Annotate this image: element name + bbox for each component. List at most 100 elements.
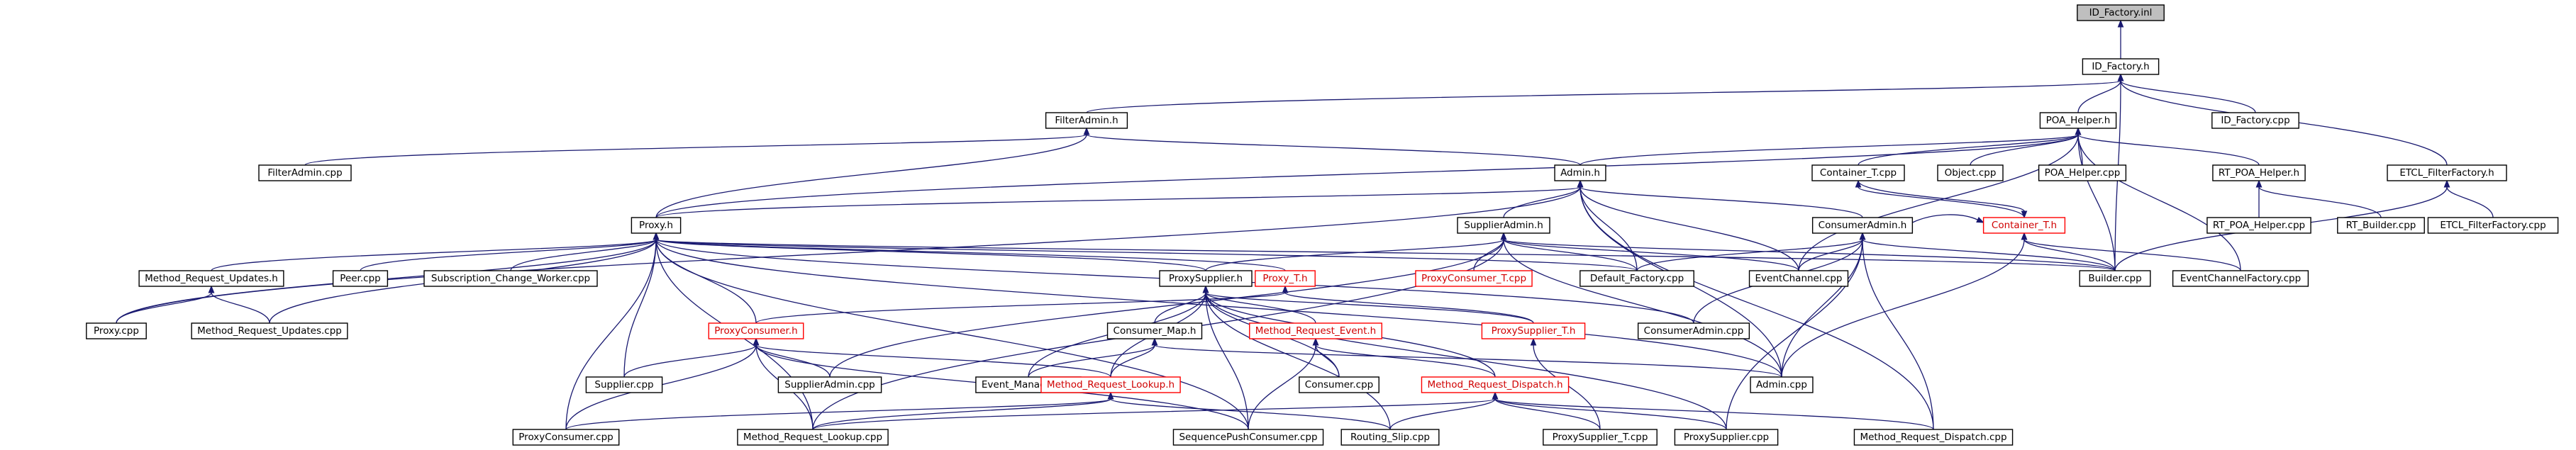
graph-node-routslipcpp[interactable]: Routing_Slip.cpp (1340, 429, 1440, 446)
edge-line (2077, 80, 2121, 113)
graph-node-box (2212, 164, 2306, 181)
graph-node-consumercpp[interactable]: Consumer.cpp (1299, 376, 1379, 393)
graph-node-consadmcpp[interactable]: ConsumerAdmin.cpp (1637, 322, 1750, 339)
graph-node-label: ProxySupplier.h (1169, 273, 1243, 284)
edge-line (623, 344, 757, 378)
edge-line (1284, 292, 1534, 324)
graph-node-subcwcpp[interactable]: Subscription_Change_Worker.cpp (423, 270, 598, 287)
graph-node-box (631, 217, 682, 234)
graph-node-label: POA_Helper.cpp (2045, 167, 2121, 179)
graph-node-mrdcpp[interactable]: Method_Request_Dispatch.cpp (1853, 429, 2014, 446)
graph-node-proxyconsh[interactable]: ProxyConsumer.h (708, 322, 804, 339)
graph-node-poahcpp[interactable]: POA_Helper.cpp (2038, 164, 2127, 181)
edge-line (1781, 239, 2025, 378)
graph-node-etclffcpp[interactable]: ETCL_FilterFactory.cpp (2427, 217, 2559, 234)
graph-node-etclffh[interactable]: ETCL_FilterFactory.h (2387, 164, 2507, 181)
graph-node-idfinl[interactable]: ID_Factory.inl (2077, 4, 2165, 21)
graph-node-box (2172, 270, 2309, 287)
edge-line (304, 134, 1087, 166)
graph-node-label: Method_Request_Updates.h (145, 273, 278, 284)
graph-edge-adminh-to-filtadmh (1083, 127, 1581, 166)
edge-line (755, 344, 1111, 378)
graph-node-objcpp[interactable]: Object.cpp (1937, 164, 2004, 181)
graph-node-seqpushcpp[interactable]: SequencePushConsumer.cpp (1172, 429, 1324, 446)
edge-line (1389, 398, 1496, 430)
graph-node-mreh[interactable]: Method_Request_Event.h (1249, 322, 1382, 339)
graph-node-mruh[interactable]: Method_Request_Updates.h (138, 270, 284, 287)
edge-line (1580, 186, 1638, 271)
graph-node-idfh[interactable]: ID_Factory.h (2082, 58, 2160, 75)
graph-node-proxyth[interactable]: Proxy_T.h (1255, 270, 1316, 287)
graph-node-box (1045, 112, 1128, 129)
graph-edge-suppliercpp-to-proxyh (623, 232, 660, 378)
graph-edge-admincpp-to-consmaph (1151, 337, 1782, 378)
edge-line (1858, 134, 2079, 166)
edge-arrowhead (1855, 179, 1862, 188)
graph-node-label: Method_Request_Dispatch.h (1427, 379, 1562, 390)
graph-node-proxyconscpp[interactable]: ProxyConsumer.cpp (512, 429, 620, 446)
graph-node-evchfactcpp[interactable]: EventChannelFactory.cpp (2172, 270, 2309, 287)
graph-node-proxysuptcpp[interactable]: ProxySupplier_T.cpp (1543, 429, 1658, 446)
edge-line (2077, 134, 2241, 271)
graph-node-filtadmcpp[interactable]: FilterAdmin.cpp (258, 164, 352, 181)
graph-node-buildercpp[interactable]: Builder.cpp (2079, 270, 2151, 287)
graph-node-filtadmh[interactable]: FilterAdmin.h (1045, 112, 1128, 129)
graph-node-label: Default_Factory.cpp (1590, 273, 1684, 284)
graph-edge-conth-to-conttcpp (1855, 179, 2025, 218)
graph-node-adminh[interactable]: Admin.h (1554, 164, 1606, 181)
edge-arrowhead (2117, 19, 2124, 28)
edge-line (755, 292, 1286, 324)
graph-node-label: ConsumerAdmin.cpp (1644, 325, 1744, 337)
graph-node-proxysupcpp[interactable]: ProxySupplier.cpp (1674, 429, 1779, 446)
graph-node-mrdh[interactable]: Method_Request_Dispatch.h (1421, 376, 1570, 393)
graph-node-proxysupth[interactable]: ProxySupplier_T.h (1481, 322, 1586, 339)
graph-node-mrlh[interactable]: Method_Request_Lookup.h (1040, 376, 1181, 393)
graph-node-rtpoahcpp[interactable]: RT_POA_Helper.cpp (2206, 217, 2311, 234)
graph-node-label: Subscription_Change_Worker.cpp (431, 273, 590, 284)
graph-edge-suppliercpp-to-proxyconsh (623, 337, 760, 378)
edge-line (1503, 239, 1638, 271)
graph-node-box (1415, 270, 1533, 287)
graph-node-box (423, 270, 598, 287)
graph-node-rtpoah[interactable]: RT_POA_Helper.h (2212, 164, 2306, 181)
edge-line (1154, 344, 1782, 378)
graph-edge-proxyh-to-filtadmh (655, 127, 1090, 218)
graph-node-box (1481, 322, 1586, 339)
edge-line (1110, 398, 1391, 430)
graph-node-mrlcpp[interactable]: Method_Request_Lookup.cpp (737, 429, 889, 446)
edge-line (655, 134, 2079, 218)
edge-line (1781, 239, 1863, 378)
edge-line (655, 186, 1581, 218)
graph-node-admincpp[interactable]: Admin.cpp (1750, 376, 1814, 393)
graph-node-mrucpp[interactable]: Method_Request_Updates.cpp (191, 322, 348, 339)
graph-node-proxysuph[interactable]: ProxySupplier.h (1159, 270, 1253, 287)
edge-line (1580, 186, 1863, 218)
graph-node-supadmh[interactable]: SupplierAdmin.h (1457, 217, 1550, 234)
graph-edge-proxyh-to-poah (655, 127, 2082, 218)
graph-node-consmaph[interactable]: Consumer_Map.h (1106, 322, 1203, 339)
graph-node-suppliercpp[interactable]: Supplier.cpp (585, 376, 663, 393)
edge-arrowhead (1492, 391, 1499, 400)
graph-node-conttcpp[interactable]: Container_T.cpp (1811, 164, 1905, 181)
graph-node-supadmcpp[interactable]: SupplierAdmin.cpp (777, 376, 882, 393)
graph-edge-mrdcpp-to-mrdh (1492, 391, 1934, 430)
graph-node-conth[interactable]: Container_T.h (1982, 217, 2066, 234)
graph-node-evchcpp[interactable]: EventChannel.cpp (1748, 270, 1849, 287)
graph-node-consadmh[interactable]: ConsumerAdmin.h (1811, 217, 1914, 234)
graph-node-box (2427, 217, 2559, 234)
graph-node-proxyh[interactable]: Proxy.h (631, 217, 682, 234)
edge-arrowhead (1083, 127, 1090, 135)
graph-node-peercpp[interactable]: Peer.cpp (332, 270, 389, 287)
graph-node-poah[interactable]: POA_Helper.h (2039, 112, 2117, 129)
graph-node-box (332, 270, 389, 287)
graph-node-proxycpp[interactable]: Proxy.cpp (86, 322, 147, 339)
edge-line (510, 239, 657, 271)
graph-node-label: EventChannel.cpp (1755, 273, 1843, 284)
graph-node-proxyconstcpp[interactable]: ProxyConsumer_T.cpp (1415, 270, 1533, 287)
graph-node-rtbuildcpp[interactable]: RT_Builder.cpp (2337, 217, 2425, 234)
graph-node-deffactcpp[interactable]: Default_Factory.cpp (1580, 270, 1694, 287)
graph-node-idfcpp[interactable]: ID_Factory.cpp (2211, 112, 2299, 129)
graph-edge-objcpp-to-poah (1970, 127, 2082, 166)
graph-edge-evmgrcpp-to-consmaph (1028, 337, 1158, 378)
